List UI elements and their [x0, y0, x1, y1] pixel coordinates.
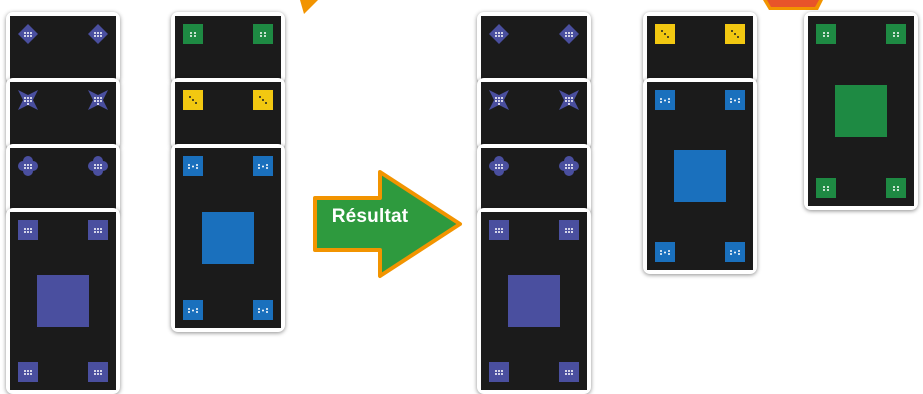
blue-square-icon: [655, 242, 675, 262]
blue-square-icon: [253, 300, 273, 320]
diamond-symbol-icon: [18, 24, 38, 44]
yellow-square-icon: [655, 24, 675, 44]
star-symbol-icon: [489, 90, 509, 110]
result-arrow: Résultat: [312, 168, 464, 280]
yellow-card[interactable]: [643, 12, 757, 84]
star-card[interactable]: [6, 78, 120, 150]
yellow-square-icon: [253, 90, 273, 110]
green-square-icon: [886, 24, 906, 44]
orange-arrow-tip-icon: [763, 0, 823, 12]
square-symbol-icon: [489, 220, 509, 240]
square-center-symbol: [674, 150, 726, 202]
blue-square-icon: [725, 242, 745, 262]
square-center-symbol: [835, 85, 887, 137]
right-mixed-stack: [643, 12, 765, 274]
arrow-label: Résultat: [320, 206, 420, 228]
green-square-icon: [886, 178, 906, 198]
diamond-card[interactable]: [6, 12, 120, 84]
yellow-square-icon: [725, 24, 745, 44]
star-symbol-icon: [559, 90, 579, 110]
yellow-card[interactable]: [171, 78, 285, 150]
flower-symbol-icon: [489, 156, 509, 176]
star-symbol-icon: [18, 90, 38, 110]
blue-square-icon: [183, 156, 203, 176]
flower-symbol-icon: [88, 156, 108, 176]
star-symbol-icon: [88, 90, 108, 110]
diamond-symbol-icon: [88, 24, 108, 44]
flower-card[interactable]: [477, 144, 591, 216]
green-square-icon: [816, 178, 836, 198]
green-square-icon: [253, 24, 273, 44]
square-symbol-icon: [489, 362, 509, 382]
yellow-square-icon: [183, 90, 203, 110]
flower-symbol-icon: [18, 156, 38, 176]
square-purple-card[interactable]: [477, 208, 591, 394]
square-center-symbol: [202, 212, 254, 264]
square-green-card[interactable]: [804, 12, 918, 210]
green-small-card[interactable]: [171, 12, 285, 84]
diamond-symbol-icon: [489, 24, 509, 44]
left-purple-stack: [6, 12, 128, 389]
square-symbol-icon: [559, 220, 579, 240]
square-center-symbol: [508, 275, 560, 327]
square-symbol-icon: [18, 220, 38, 240]
square-blue-card[interactable]: [171, 144, 285, 332]
flower-card[interactable]: [6, 144, 120, 216]
square-symbol-icon: [18, 362, 38, 382]
left-mixed-stack: [171, 12, 293, 332]
right-purple-stack: [477, 12, 599, 389]
square-center-symbol: [37, 275, 89, 327]
flower-symbol-icon: [559, 156, 579, 176]
blue-square-icon: [725, 90, 745, 110]
square-purple-card[interactable]: [6, 208, 120, 394]
blue-square-icon: [253, 156, 273, 176]
blue-square-icon: [183, 300, 203, 320]
square-symbol-icon: [559, 362, 579, 382]
green-square-icon: [816, 24, 836, 44]
orange-arrow-tip-icon: [300, 0, 320, 16]
square-blue-card[interactable]: [643, 78, 757, 274]
square-symbol-icon: [88, 220, 108, 240]
right-green-stack: [804, 12, 922, 210]
star-card[interactable]: [477, 78, 591, 150]
green-square-icon: [183, 24, 203, 44]
square-symbol-icon: [88, 362, 108, 382]
blue-square-icon: [655, 90, 675, 110]
diamond-card[interactable]: [477, 12, 591, 84]
diamond-symbol-icon: [559, 24, 579, 44]
